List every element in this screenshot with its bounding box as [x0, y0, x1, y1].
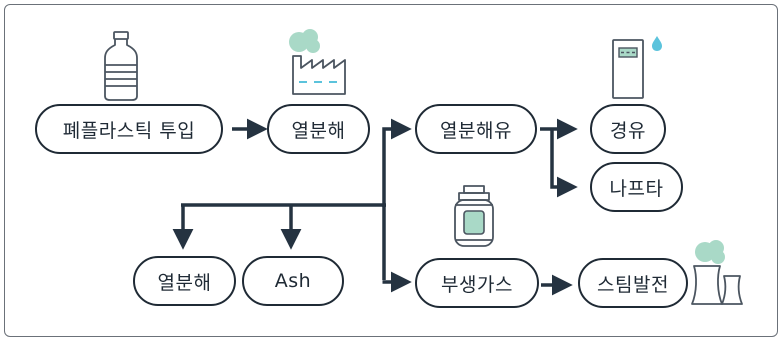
- node-ash: Ash: [242, 256, 344, 306]
- gas-cylinder-icon: [454, 185, 494, 247]
- fuel-pump-icon: [612, 36, 662, 99]
- node-pyrolysis-bottom: 열분해: [133, 256, 236, 306]
- node-diesel: 경유: [590, 104, 666, 154]
- node-plastic-input: 폐플라스틱 투입: [35, 104, 223, 154]
- node-steam-power: 스팀발전: [578, 258, 688, 308]
- arrow-oil-to-naphtha: [550, 129, 578, 198]
- node-pyrolysis-oil: 열분해유: [415, 104, 537, 154]
- power-plant-icon: [691, 240, 743, 305]
- node-pyrolysis-top: 열분해: [267, 104, 370, 154]
- bottle-icon: [104, 31, 138, 101]
- arrow-pyrolysis-to-oil: [382, 118, 412, 207]
- factory-icon: [289, 29, 346, 95]
- node-byproduct-gas: 부생가스: [415, 258, 539, 308]
- node-naphtha: 나프타: [590, 162, 683, 212]
